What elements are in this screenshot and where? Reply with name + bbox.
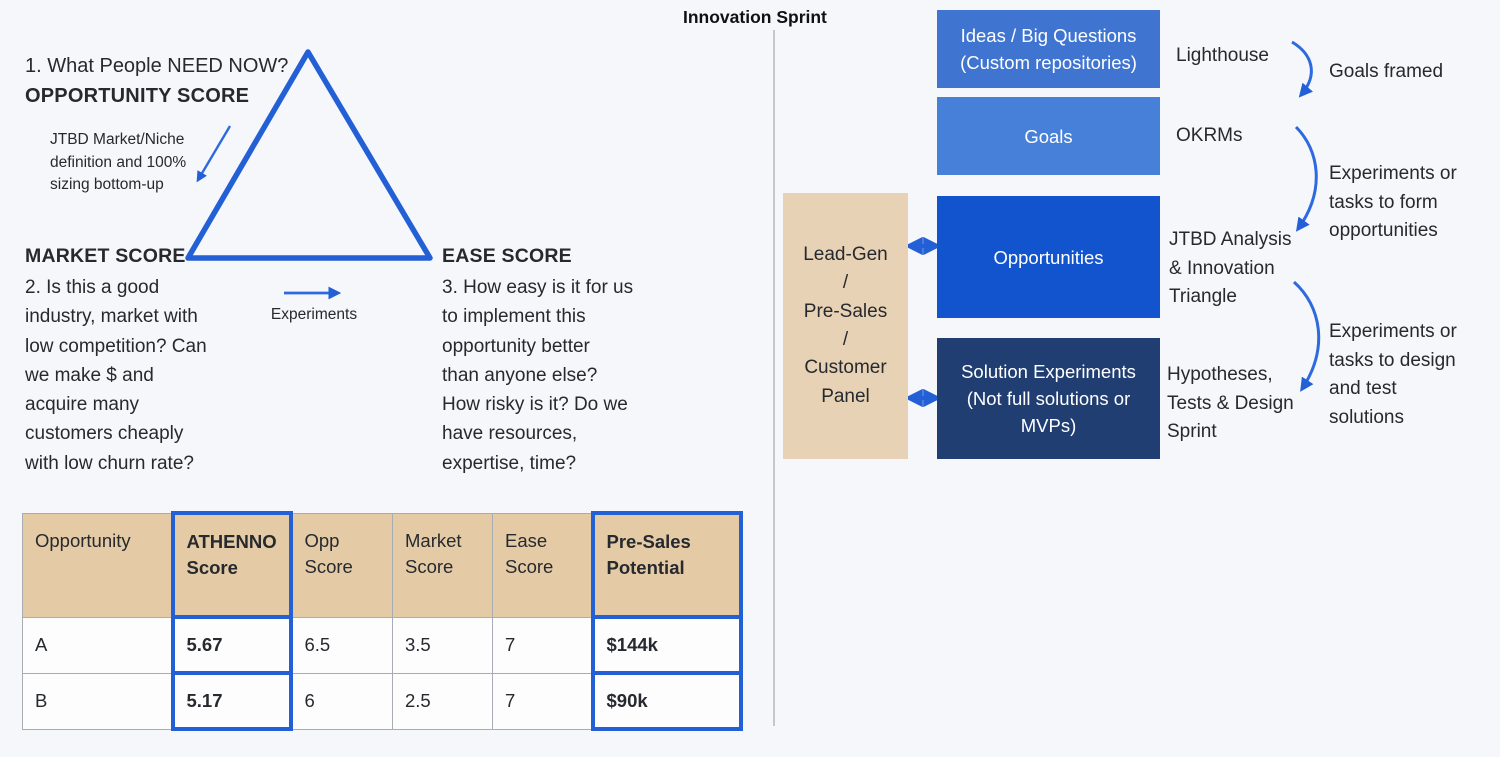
solution-box-line: (Not full solutions or: [966, 388, 1131, 409]
jtbd-note-line: JTBD Market/Niche: [50, 131, 185, 148]
need-now-block: 1. What People NEED NOW? OPPORTUNITY SCO…: [25, 51, 288, 111]
cell-market-score: 2.5: [392, 672, 493, 730]
goals-box-label: Goals: [1024, 125, 1073, 147]
opportunities-box: Opportunities: [937, 196, 1160, 318]
ease-score-line: have resources,: [442, 423, 578, 445]
leadgen-presales-panel-box: Lead-Gen / Pre-Sales / Customer Panel: [783, 193, 908, 459]
form-opportunities-label: Experiments or tasks to form opportuniti…: [1329, 160, 1457, 246]
goals-framed-label: Goals framed: [1329, 61, 1444, 82]
design-test-line: solutions: [1329, 406, 1404, 428]
hypotheses-line: Hypotheses,: [1167, 364, 1273, 385]
market-score-line: we make $ and: [25, 364, 154, 386]
cell-opportunity: A: [22, 616, 173, 674]
market-score-line: industry, market with: [25, 306, 198, 328]
cell-athenno-score: 5.17: [170, 671, 293, 731]
table-header-row: Opportunity ATHENNO Score Opp Score Mark…: [22, 511, 743, 619]
jtbd-analysis-label: JTBD Analysis & Innovation Triangle: [1169, 226, 1291, 312]
experiments-label: Experiments: [270, 306, 358, 323]
jtbd-note: JTBD Market/Niche definition and 100% si…: [50, 129, 186, 197]
jtbd-analysis-line: & Innovation: [1169, 257, 1275, 279]
form-opportunities-line: tasks to form: [1329, 191, 1438, 213]
opportunity-score-heading: OPPORTUNITY SCORE: [25, 85, 250, 107]
leadgen-line: /: [842, 329, 849, 350]
design-test-arrow-icon: [1293, 280, 1321, 392]
leadgen-line: /: [842, 272, 849, 294]
solution-box-line: Solution Experiments: [961, 361, 1136, 382]
design-test-line: and test: [1329, 378, 1397, 399]
cell-ease-score: 7: [492, 672, 593, 730]
ease-score-line: 3. How easy is it for us: [442, 277, 634, 298]
cell-presales-potential: $144k: [590, 615, 743, 675]
leadgen-line: Lead-Gen: [803, 244, 888, 266]
design-test-label: Experiments or tasks to design and test …: [1329, 318, 1457, 432]
cell-opp-score: 6: [290, 672, 393, 730]
jtbd-analysis-line: Triangle: [1169, 286, 1237, 307]
ease-score-line: than anyone else?: [442, 364, 598, 386]
cell-ease-score: 7: [492, 616, 593, 674]
ease-score-description: 3. How easy is it for us to implement th…: [442, 273, 633, 478]
solution-experiments-box: Solution Experiments (Not full solutions…: [937, 338, 1160, 459]
design-test-line: tasks to design: [1329, 349, 1456, 371]
leadgen-line: Customer: [804, 357, 887, 379]
jtbd-note-line: sizing bottom-up: [50, 176, 164, 193]
ideas-box-line: (Custom repositories): [960, 52, 1137, 73]
cell-athenno-score: 5.67: [170, 615, 293, 675]
goals-framed-arrow-icon: [1291, 40, 1313, 98]
jtbd-note-line: definition and 100%: [50, 153, 187, 171]
col-ease-score: Ease Score: [492, 512, 593, 618]
jtbd-analysis-line: JTBD Analysis: [1169, 229, 1292, 250]
table-row: B 5.17 6 2.5 7 $90k: [22, 671, 743, 731]
ease-score-line: expertise, time?: [442, 452, 577, 474]
cell-presales-potential: $90k: [590, 671, 743, 731]
table-row: A 5.67 6.5 3.5 7 $144k: [22, 615, 743, 675]
need-now-question: 1. What People NEED NOW?: [25, 55, 289, 77]
col-presales-potential: Pre-Sales Potential: [590, 511, 743, 619]
cell-opportunity: B: [22, 672, 173, 730]
cell-market-score: 3.5: [392, 616, 493, 674]
market-score-line: with low churn rate?: [25, 452, 194, 474]
goals-box: Goals: [937, 97, 1160, 175]
col-market-score: Market Score: [392, 512, 493, 618]
vertical-divider: [773, 30, 775, 726]
jtbd-note-arrow-icon: [196, 125, 232, 183]
market-score-line: customers cheaply: [25, 423, 184, 445]
market-score-heading: MARKET SCORE: [25, 245, 186, 267]
opportunities-box-label: Opportunities: [993, 246, 1104, 268]
hypotheses-label: Hypotheses, Tests & Design Sprint: [1167, 361, 1294, 447]
ideas-box-line: Ideas / Big Questions: [960, 25, 1137, 46]
ease-score-heading: EASE SCORE: [442, 245, 572, 267]
col-athenno-score: ATHENNO Score: [170, 511, 293, 619]
col-opportunity: Opportunity: [22, 512, 173, 618]
design-test-line: Experiments or: [1329, 321, 1457, 342]
form-opportunities-arrow-icon: [1294, 125, 1318, 232]
opportunity-score-table: Opportunity ATHENNO Score Opp Score Mark…: [22, 511, 743, 731]
hypotheses-line: Sprint: [1167, 421, 1217, 442]
page-title: Innovation Sprint: [683, 7, 827, 27]
market-score-line: acquire many: [25, 394, 140, 416]
okrms-label: OKRMs: [1176, 125, 1243, 146]
solution-box-line: MVPs): [1020, 415, 1077, 436]
leadgen-line: Pre-Sales: [803, 300, 888, 322]
market-score-line: 2. Is this a good: [25, 277, 160, 298]
ease-score-line: opportunity better: [442, 335, 590, 357]
col-opp-score: Opp Score: [290, 512, 393, 618]
ease-score-line: to implement this: [442, 306, 586, 328]
lighthouse-label: Lighthouse: [1176, 45, 1269, 66]
form-opportunities-line: opportunities: [1329, 220, 1438, 241]
hypotheses-line: Tests & Design: [1167, 392, 1294, 414]
market-score-line: low competition? Can: [25, 335, 207, 357]
market-score-description: 2. Is this a good industry, market with …: [25, 273, 207, 478]
ideas-big-questions-box: Ideas / Big Questions (Custom repositori…: [937, 10, 1160, 88]
cell-opp-score: 6.5: [290, 616, 393, 674]
form-opportunities-line: Experiments or: [1329, 163, 1457, 184]
ease-score-line: How risky is it? Do we: [442, 394, 628, 416]
leadgen-line: Panel: [821, 385, 870, 407]
